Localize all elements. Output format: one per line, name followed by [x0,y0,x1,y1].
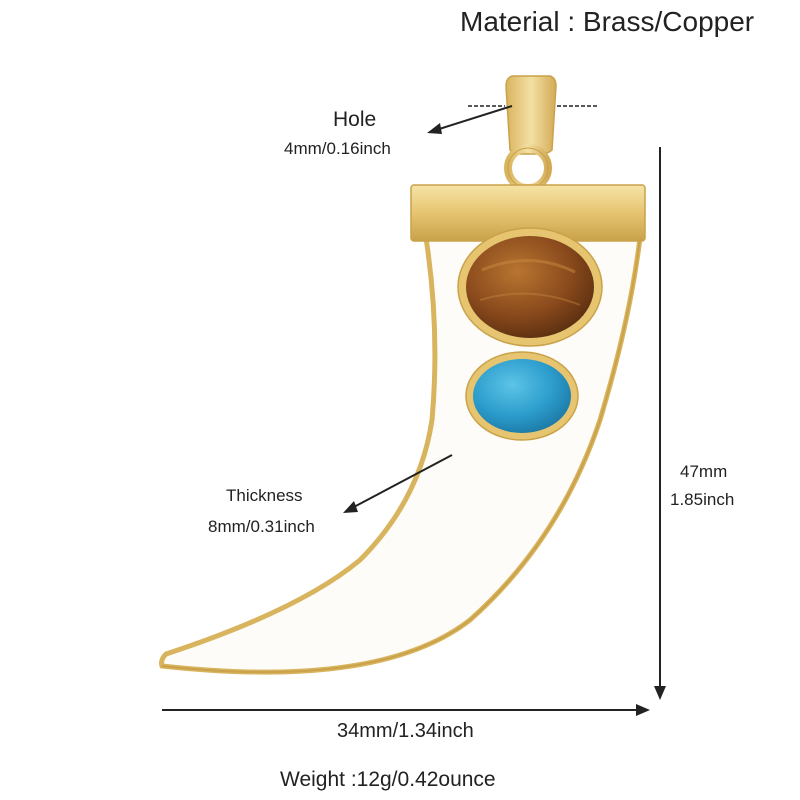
thickness-size: 8mm/0.31inch [208,517,315,536]
thickness-label: Thickness [226,486,303,505]
material-label: Material : Brass/Copper [460,6,755,37]
height-mm: 47mm [680,462,728,481]
weight-label: Weight :12g/0.42ounce [280,768,496,791]
bail [505,75,557,155]
tiger-eye-stone [466,236,594,338]
hole-arrow [435,105,513,131]
height-inch: 1.85inch [670,490,735,509]
hole-label: Hole [333,108,377,131]
thickness-arrow [351,454,453,509]
width-dimension: 34mm/1.34inch [337,720,474,742]
turquoise-stone [473,359,571,433]
hole-size: 4mm/0.16inch [284,139,391,158]
